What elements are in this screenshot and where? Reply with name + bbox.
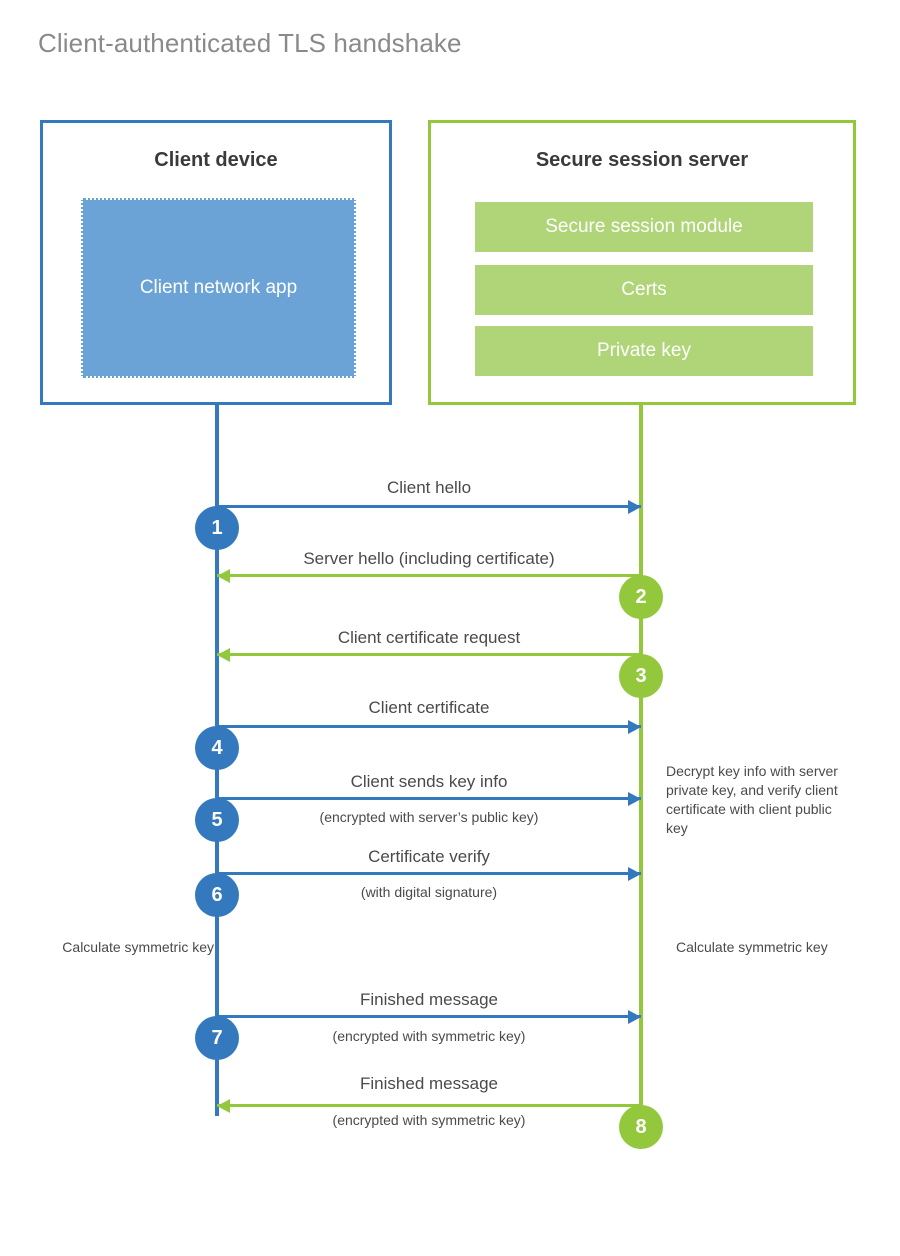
client-network-app-block: Client network app xyxy=(81,198,356,378)
message-8-arrow xyxy=(217,1098,641,1113)
message-1-arrow xyxy=(217,499,641,514)
message-4-label: Client certificate xyxy=(368,698,490,717)
arrow-right-icon xyxy=(628,866,641,881)
server-lifeline xyxy=(639,404,643,1106)
message-6-label: Certificate verify xyxy=(368,847,490,866)
note-server-decrypt: Decrypt key info with server private key… xyxy=(666,763,838,836)
arrow-left-icon xyxy=(217,647,230,662)
step-badge-3: 3 xyxy=(619,654,663,698)
message-6-arrow xyxy=(217,866,641,881)
step-badge-7: 7 xyxy=(195,1016,239,1060)
message-5-label: Client sends key info xyxy=(350,772,508,791)
step-badge-4: 4 xyxy=(195,726,239,770)
secure-session-server-title: Secure session server xyxy=(535,149,749,171)
server-module-private-key: Private key xyxy=(475,326,813,376)
step-badge-6: 6 xyxy=(195,873,239,917)
step-badge-1: 1 xyxy=(195,506,239,550)
message-5-arrow xyxy=(217,791,641,806)
message-7-sublabel: (encrypted with symmetric key) xyxy=(332,1028,526,1044)
message-3-label: Client certificate request xyxy=(337,628,521,647)
message-8-label: Finished message xyxy=(360,1074,498,1093)
arrow-left-icon xyxy=(217,1098,230,1113)
message-1-label: Client hello xyxy=(386,478,472,497)
step-badge-8: 8 xyxy=(619,1105,663,1149)
server-module-secure-session-module: Secure session module xyxy=(475,202,813,252)
message-3-arrow xyxy=(217,647,641,662)
message-4-arrow xyxy=(217,719,641,734)
step-badge-5: 5 xyxy=(195,798,239,842)
arrow-left-icon xyxy=(217,568,230,583)
message-7-arrow xyxy=(217,1009,641,1024)
step-badge-2: 2 xyxy=(619,575,663,619)
secure-session-server-box: Secure session server Secure session mod… xyxy=(428,120,856,405)
message-6-sublabel: (with digital signature) xyxy=(360,884,498,900)
arrow-right-icon xyxy=(628,791,641,806)
note-server-calculate-symmetric-key: Calculate symmetric key xyxy=(676,939,828,955)
message-5-sublabel: (encrypted with server’s public key) xyxy=(319,809,539,825)
client-device-box: Client device Client network app xyxy=(40,120,392,405)
server-module-certs: Certs xyxy=(475,265,813,315)
note-client-calculate-symmetric-key: Calculate symmetric key xyxy=(62,939,214,955)
page-title: Client-authenticated TLS handshake xyxy=(38,28,462,58)
message-7-label: Finished message xyxy=(360,990,498,1009)
message-8-sublabel: (encrypted with symmetric key) xyxy=(332,1112,526,1128)
message-2-arrow xyxy=(217,568,641,583)
arrow-right-icon xyxy=(628,1009,641,1024)
client-device-title: Client device xyxy=(154,149,278,171)
arrow-right-icon xyxy=(628,719,641,734)
arrow-right-icon xyxy=(628,499,641,514)
message-2-label: Server hello (including certificate) xyxy=(303,549,555,568)
